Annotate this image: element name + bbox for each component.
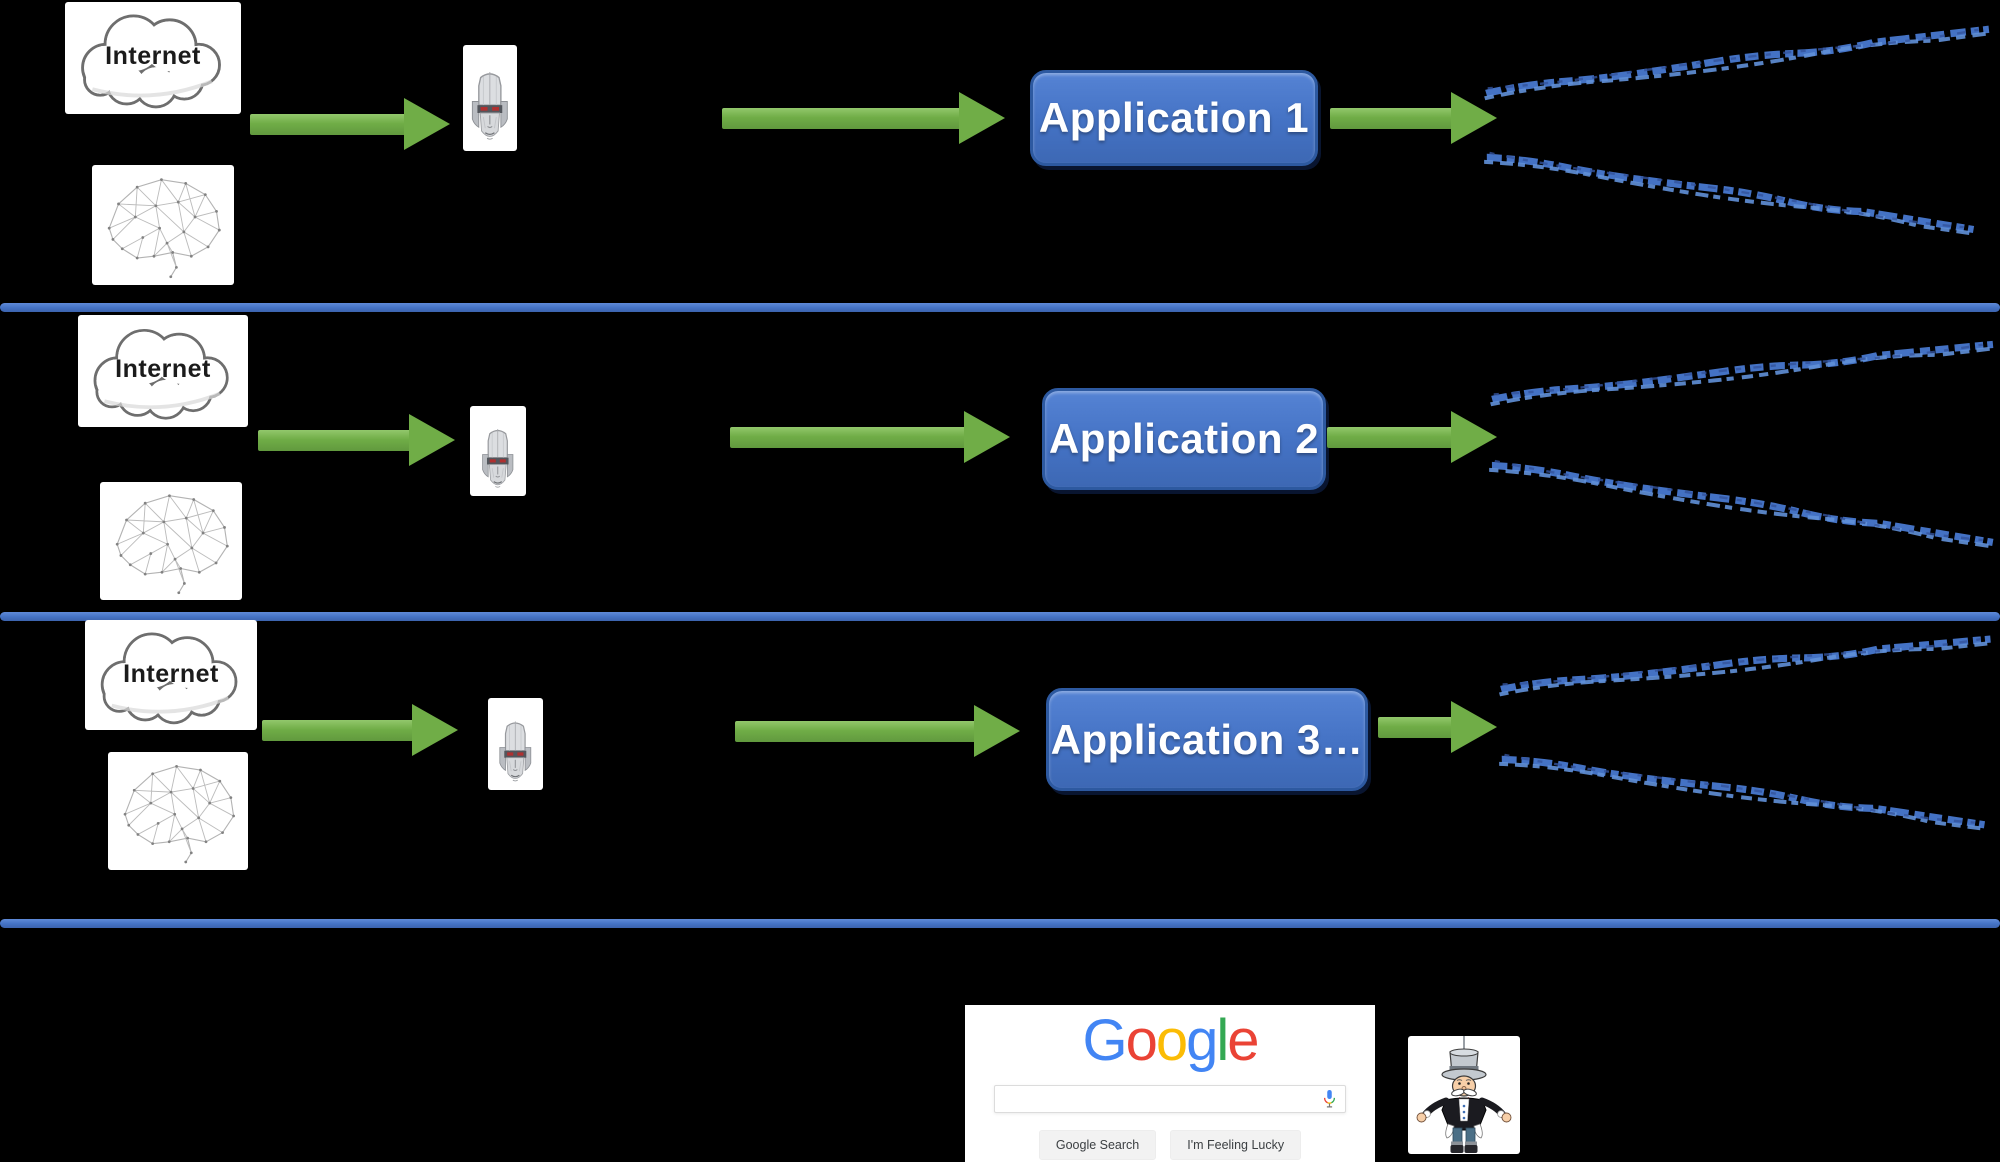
output-scribble-up xyxy=(1495,625,1996,705)
monopoly-man-icon xyxy=(1408,1036,1520,1154)
megatron-card xyxy=(470,406,526,496)
internet-label: Internet xyxy=(105,42,201,71)
application-node-3: Application 3… xyxy=(1046,688,1368,791)
neural-brain-icon xyxy=(114,756,243,867)
megatron-robot-icon xyxy=(490,701,541,787)
megatron-card xyxy=(463,45,517,151)
internet-label: Internet xyxy=(123,659,219,688)
neural-brain-icon xyxy=(98,169,229,282)
feeling-lucky-button[interactable]: I'm Feeling Lucky xyxy=(1170,1129,1302,1160)
section-divider xyxy=(0,919,2000,928)
google-logo-letter: o xyxy=(1125,1008,1158,1073)
application-label: Application 2 xyxy=(1048,415,1320,462)
flow-arrow xyxy=(730,411,1010,463)
google-logo: Google xyxy=(1082,1008,1259,1073)
google-search-box[interactable] xyxy=(994,1084,1346,1113)
output-scribble-up xyxy=(1486,330,1999,414)
google-logo-letter: o xyxy=(1155,1008,1188,1073)
ai-brain-card xyxy=(108,752,248,870)
neural-brain-icon xyxy=(106,486,237,597)
flow-arrow xyxy=(250,98,450,150)
application-node-2: Application 2 xyxy=(1042,388,1326,490)
google-mic-icon[interactable] xyxy=(1322,1089,1337,1109)
output-scribble-down xyxy=(1481,140,1980,248)
output-scribble-down xyxy=(1496,742,1991,843)
flow-arrow xyxy=(722,92,1005,144)
google-logo-letter: G xyxy=(1082,1008,1127,1073)
flow-arrow xyxy=(1327,411,1497,463)
internet-cloud-card: Internet xyxy=(65,2,241,114)
google-search-button[interactable]: Google Search xyxy=(1038,1129,1157,1160)
google-buttons-row: Google Search I'm Feeling Lucky xyxy=(1038,1129,1302,1160)
google-homepage-card: Google Google Search I'm Feeling Lucky xyxy=(965,1005,1375,1162)
megatron-robot-icon xyxy=(472,409,524,494)
section-divider xyxy=(0,303,2000,312)
application-label: Application 3… xyxy=(1050,715,1364,763)
ai-brain-card xyxy=(100,482,242,600)
google-logo-letter: e xyxy=(1227,1008,1259,1073)
internet-label: Internet xyxy=(115,355,211,384)
flow-arrow xyxy=(1330,92,1497,144)
google-logo-letter: g xyxy=(1186,1008,1218,1073)
internet-cloud-card: Internet xyxy=(85,620,257,730)
monopoly-man-card xyxy=(1408,1036,1520,1154)
section-divider xyxy=(0,612,2000,621)
application-label: Application 1 xyxy=(1038,94,1310,141)
application-node-1: Application 1 xyxy=(1030,70,1318,166)
flow-arrow xyxy=(735,705,1020,757)
google-logo-letter: l xyxy=(1216,1008,1229,1073)
megatron-robot-icon xyxy=(465,48,515,148)
output-scribble-up xyxy=(1480,15,1995,109)
flow-arrow xyxy=(258,414,455,466)
megatron-card xyxy=(488,698,543,790)
flow-arrow xyxy=(1378,701,1497,753)
output-scribble-down xyxy=(1485,448,1999,561)
google-search-input[interactable] xyxy=(995,1085,1345,1112)
internet-cloud-card: Internet xyxy=(78,315,248,427)
ai-brain-card xyxy=(92,165,234,285)
flow-arrow xyxy=(262,704,458,756)
